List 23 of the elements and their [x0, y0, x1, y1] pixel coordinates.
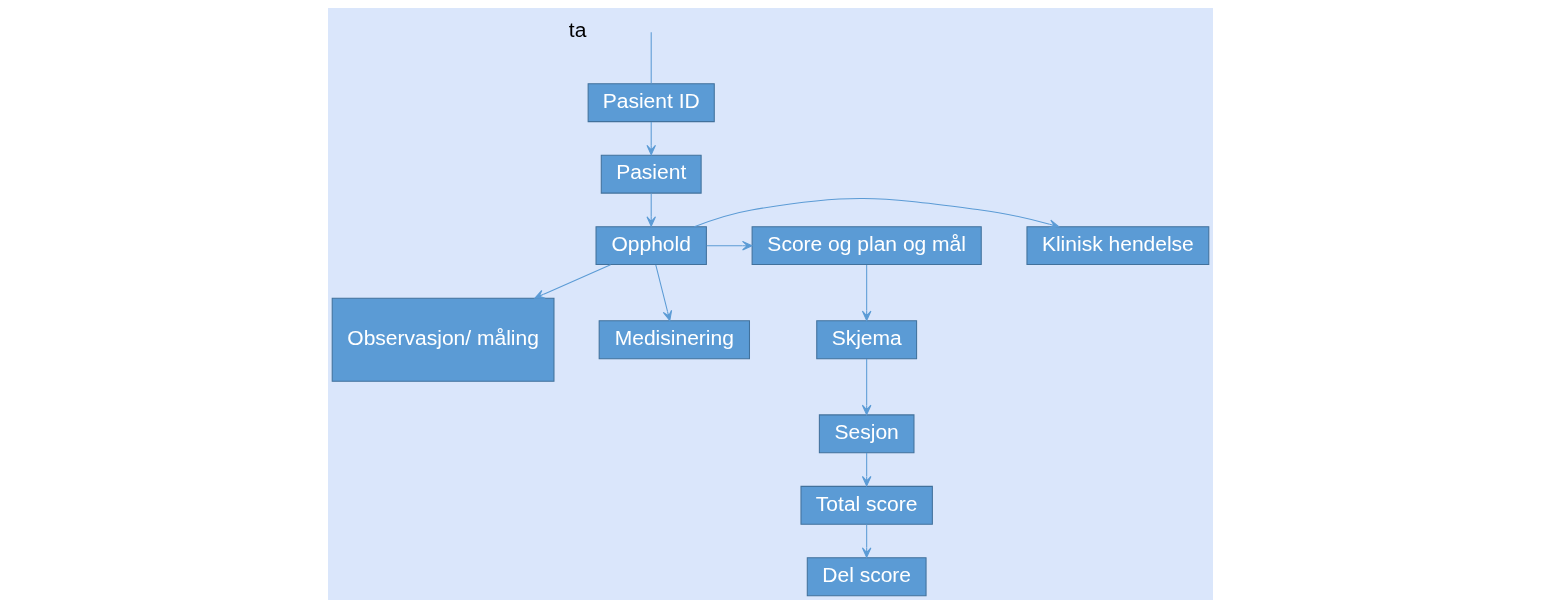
node-box: Skjema [816, 320, 918, 360]
arrow [706, 240, 753, 251]
arrow [861, 358, 872, 416]
node-box: Pasient [600, 154, 702, 194]
node-box: Opphold [595, 226, 707, 266]
node-box: Observasjon/ måling [331, 297, 555, 382]
arrow [646, 192, 656, 227]
label: ta [568, 17, 587, 41]
node-box: Klinisk hendelse [1026, 226, 1210, 266]
node-box: Score og plan og mål [751, 226, 982, 266]
connector [650, 31, 652, 85]
arrow [861, 264, 872, 322]
arrow [534, 264, 612, 299]
node-box: Del score [806, 557, 927, 597]
arrow [655, 264, 673, 322]
node-box: Medisinering [598, 320, 750, 360]
node-box: Pasient ID [587, 83, 715, 123]
arrow [646, 121, 656, 156]
node-box: Total score [800, 485, 933, 525]
arrow [861, 524, 872, 558]
arrow [861, 452, 872, 487]
node-box: Sesjon [818, 414, 915, 454]
arrow [693, 198, 1060, 229]
